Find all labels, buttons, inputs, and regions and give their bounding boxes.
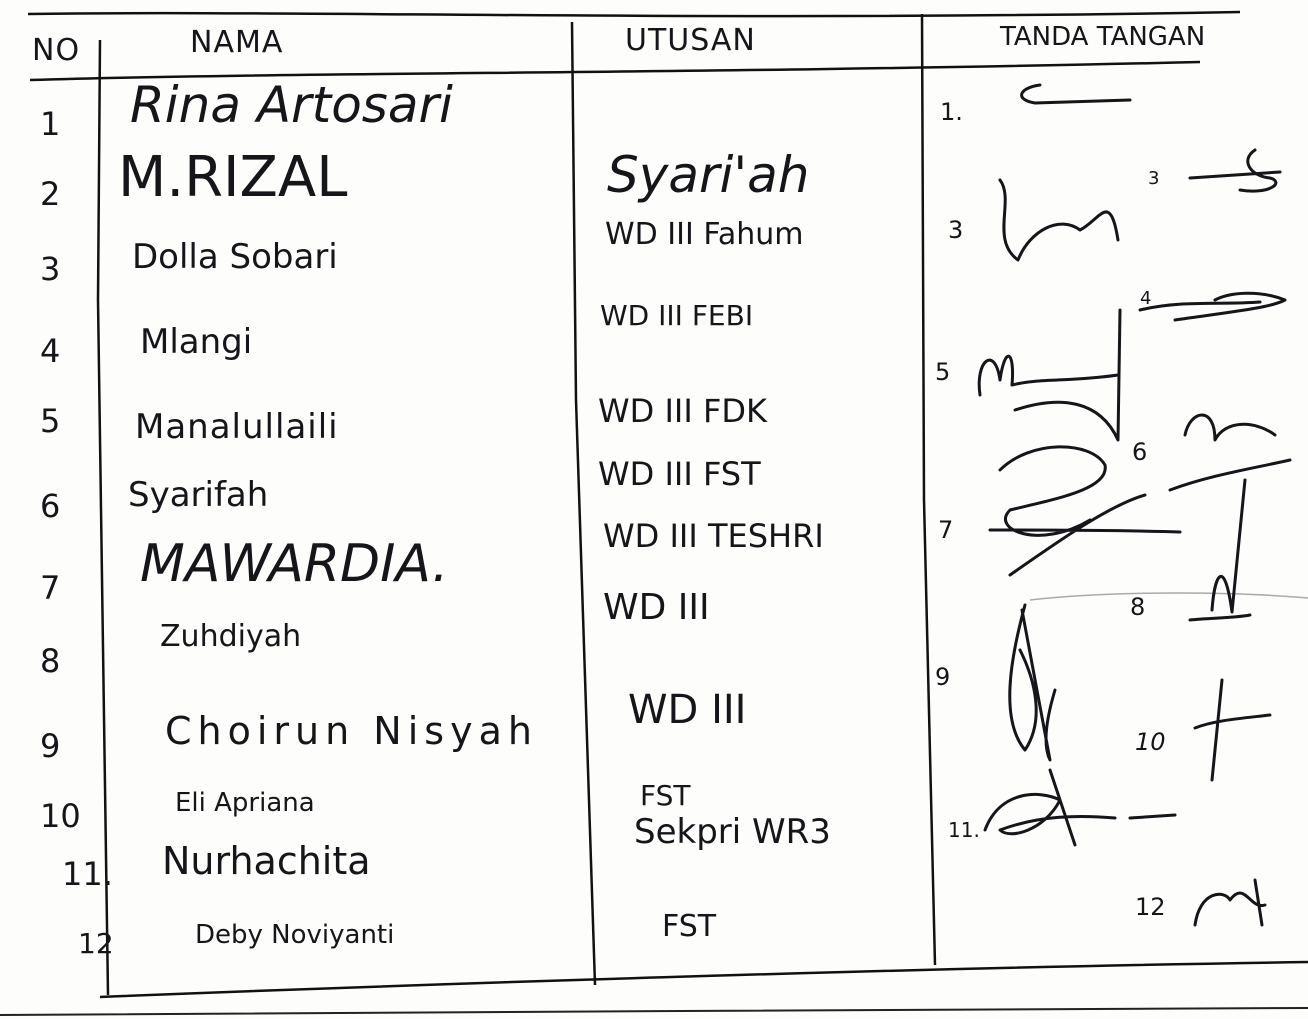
row-utusan: WD III Fahum [605,217,804,252]
sign-label: 3 [948,216,964,244]
row-number: 3 [40,250,61,288]
header-no: NO [32,33,81,68]
row-name: Nurhachita [162,839,371,883]
sign-label: 12 [1135,893,1166,921]
row-number: 8 [40,642,61,680]
row-number: 12 [78,927,114,960]
sign-label: 4 [1140,288,1152,309]
row-name: Deby Noviyanti [195,920,395,950]
row-utusan: FST [662,909,717,944]
signature-mark [1193,678,1272,782]
row-utusan: WD III FEBI [600,299,754,332]
row-utusan: WD III [603,587,710,628]
row-number: 6 [40,487,61,525]
signature-mark [1138,291,1287,322]
row-number: 2 [40,175,61,213]
header-tanda-tangan: TANDA TANGAN [1000,22,1206,52]
sign-label: 8 [1130,593,1146,621]
signature-mark [1188,478,1252,622]
row-utusan: WD III [628,687,747,733]
row-name: Mlangi [140,322,253,362]
sign-label: 11. [948,818,980,842]
signature-mark [1008,603,1057,762]
row-name: Eli Apriana [175,788,315,818]
signature-mark [1188,148,1282,193]
header-nama: NAMA [190,25,284,60]
row-name: Manalullaili [135,407,339,447]
row-number: 4 [40,332,61,370]
sign-label: 7 [938,516,954,544]
row-utusan: Sekpri WR3 [634,812,831,852]
row-name: Choirun Nisyah [165,709,538,753]
row-number: 9 [40,727,61,765]
signature-mark [1020,83,1132,105]
signature-mark [1193,878,1267,927]
row-utusan: WD III FST [598,455,761,493]
signature-mark [998,178,1120,262]
signature-mark [983,768,1177,847]
sign-label: 10 [1135,728,1166,756]
signature-mark [988,445,1182,577]
sign-label: 6 [1132,438,1148,466]
row-utusan: Syari'ah [607,146,810,204]
row-number: 1 [40,105,61,143]
row-utusan: FST [640,779,691,812]
row-name: Syarifah [128,475,269,515]
row-name: Zuhdiyah [160,619,302,654]
row-name: MAWARDIA. [140,534,449,594]
row-number: 7 [40,569,61,607]
header-utusan: UTUSAN [625,23,756,58]
sign-label: 5 [935,358,951,386]
sign-label: 9 [935,663,951,691]
sign-label: 3 [1148,168,1160,189]
signature-mark [977,308,1122,442]
signature-mark [1168,413,1292,492]
sign-label: 1. [940,98,963,126]
row-number: 11. [62,855,113,893]
row-name: M.RIZAL [118,145,348,210]
row-number: 10 [40,797,81,835]
row-name: Rina Artosari [130,76,453,134]
row-name: Dolla Sobari [132,237,338,277]
row-utusan: WD III FDK [598,392,767,430]
row-number: 5 [40,402,61,440]
row-utusan: WD III TESHRI [603,517,824,555]
